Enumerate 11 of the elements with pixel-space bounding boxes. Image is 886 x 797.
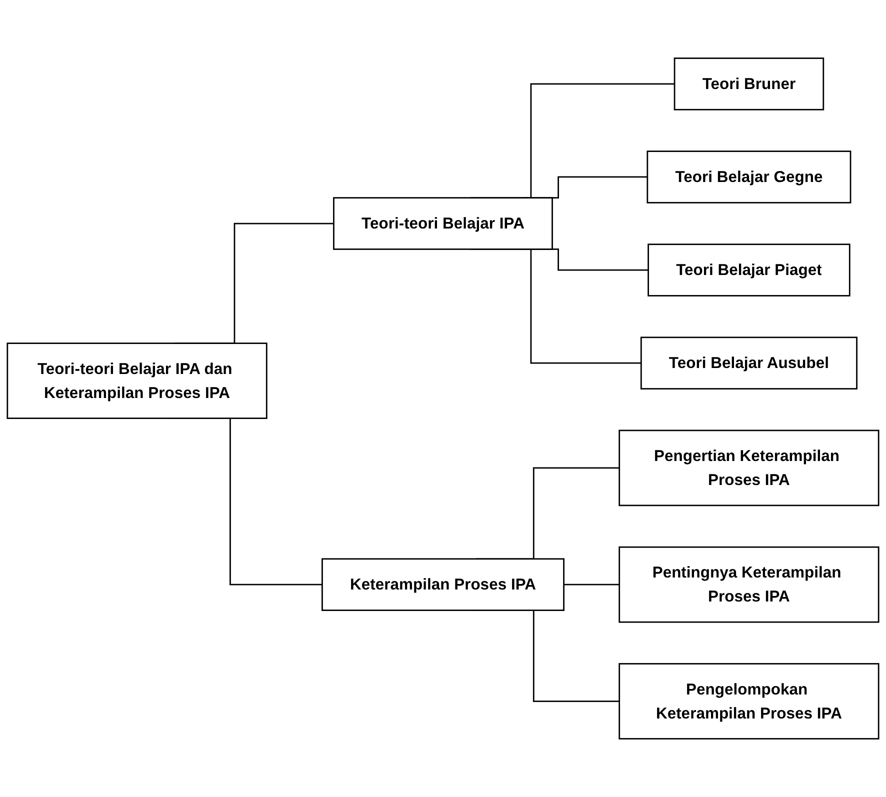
connector: [564, 584, 620, 586]
node-box: Pentingnya Keterampilan Proses IPA: [618, 546, 880, 623]
node-box: Keterampilan Proses IPA: [322, 558, 564, 611]
node-box: Pengelompokan Keterampilan Proses IPA: [618, 663, 880, 740]
node-box: Teori-teori Belajar IPA dan Keterampilan Proses IPA: [6, 342, 268, 419]
node-box: Pengertian Keterampilan Proses IPA: [618, 430, 880, 506]
node-box: Teori Belajar Piaget: [648, 244, 850, 296]
node-box: Teori Belajar Gegne: [646, 150, 852, 204]
node-box: Teori Bruner: [674, 58, 824, 110]
node-box: Teori Belajar Ausubel: [640, 336, 858, 390]
node-box: Teori-teori Belajar IPA: [333, 197, 553, 250]
